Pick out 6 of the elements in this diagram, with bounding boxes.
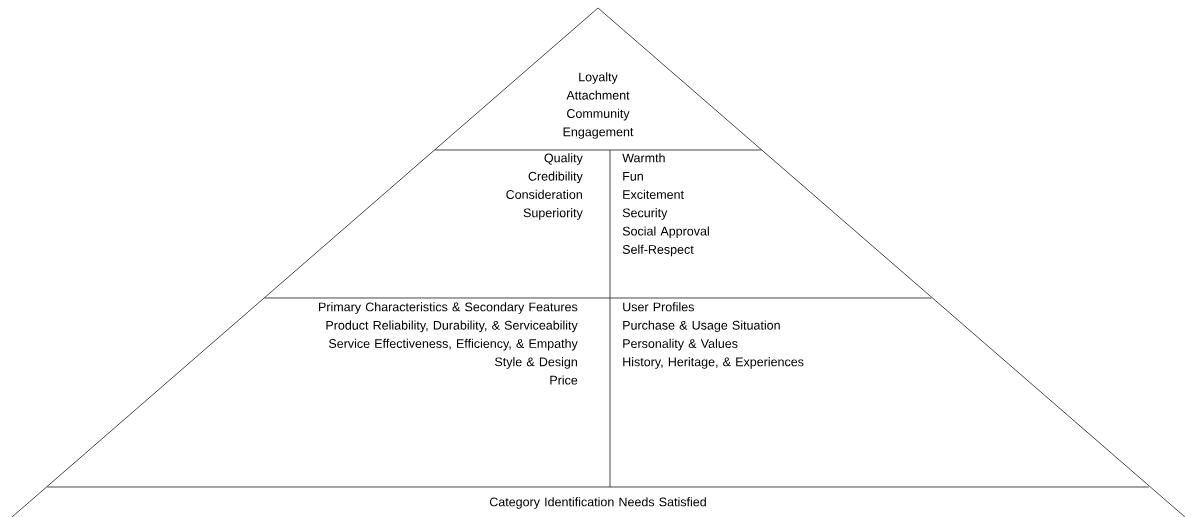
pyramid-level-text: Primary Characteristics & Secondary Features Product Reliability, Durability, & Serviceability Service Effectiveness, Efficiency, & Empathy Style & Design Price <box>319 302 578 385</box>
pyramid-level-text: User Profiles Purchase & Usage Situation Personality & Values History, Heritage, & Experiences <box>623 302 804 369</box>
pyramid-level-text: Category Identification Needs Satisfied <box>489 497 706 509</box>
pyramid-level-text: Quality Credibility Consideration Superiority <box>506 153 583 220</box>
pyramid-level-text: Loyalty Attachment Community Engagement <box>563 72 634 139</box>
pyramid-level-text: Warmth Fun Excitement Security Social Approval Self-Respect <box>622 153 709 257</box>
